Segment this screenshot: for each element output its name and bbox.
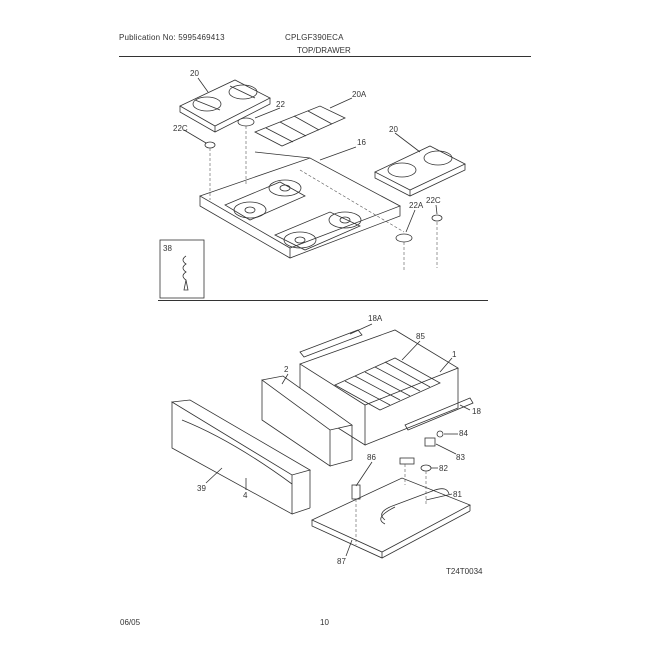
callout-38: 38 — [163, 244, 172, 253]
cooktop-top — [199, 151, 401, 259]
callout-85: 85 — [416, 332, 425, 341]
drawer-outer-panel — [170, 399, 312, 515]
model-number: CPLGF390ECA — [285, 33, 344, 42]
left-grate — [179, 79, 271, 133]
callout-22: 22 — [276, 100, 285, 109]
center-grate — [254, 105, 346, 147]
callout-87: 87 — [337, 557, 346, 566]
part-84 — [436, 430, 444, 438]
drawer-floor — [311, 477, 471, 559]
callout-18: 18 — [472, 407, 481, 416]
callout-39: 39 — [197, 484, 206, 493]
callout-20-right: 20 — [389, 125, 398, 134]
section-divider — [158, 300, 488, 301]
callout-4: 4 — [243, 491, 248, 500]
burner-cap-22a — [395, 233, 413, 243]
callout-18a: 18A — [368, 314, 383, 323]
callout-20a: 20A — [352, 90, 367, 99]
callout-84: 84 — [459, 429, 468, 438]
callout-22a: 22A — [409, 201, 424, 210]
callout-20-left: 20 — [190, 69, 199, 78]
callout-2: 2 — [284, 365, 289, 374]
inset-38 — [159, 239, 205, 299]
bracket — [351, 484, 361, 500]
right-grate — [374, 145, 466, 197]
header-rule — [119, 56, 531, 57]
part-83 — [424, 437, 436, 447]
burner-cap-22c-right — [431, 214, 443, 222]
burner-cap-22c-left — [204, 141, 216, 149]
callout-83: 83 — [456, 453, 465, 462]
drawing-code: T24T0034 — [446, 567, 483, 576]
drawer-front-panel — [261, 375, 353, 467]
footer-date: 06/05 — [120, 618, 141, 627]
burner-cap-22 — [237, 117, 255, 127]
page-number: 10 — [320, 618, 329, 627]
publication-number: Publication No: 5995469413 — [119, 33, 225, 42]
callout-1: 1 — [452, 350, 457, 359]
callout-82: 82 — [439, 464, 448, 473]
part-82 — [420, 464, 432, 472]
callout-86: 86 — [367, 453, 376, 462]
callout-16: 16 — [357, 138, 366, 147]
part-86 — [399, 457, 415, 465]
drawer-body — [299, 329, 459, 446]
drawer-rail — [404, 397, 474, 431]
callout-22c-right: 22C — [426, 196, 441, 205]
callout-81: 81 — [453, 490, 462, 499]
callout-22c-left: 22C — [173, 124, 188, 133]
section-title: TOP/DRAWER — [297, 46, 351, 55]
